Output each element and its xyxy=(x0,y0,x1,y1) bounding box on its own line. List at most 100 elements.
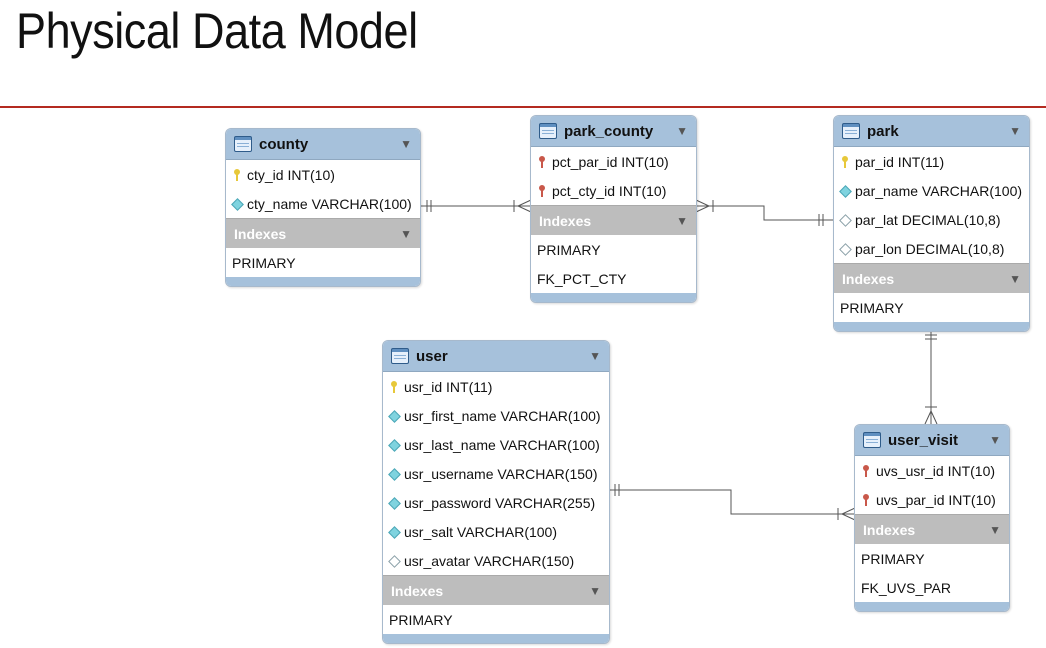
one-mandatory-marker xyxy=(818,214,824,226)
column-row[interactable]: par_lon DECIMAL(10,8) xyxy=(834,234,1029,263)
table-header[interactable]: park_county ▼ xyxy=(531,116,696,147)
table-footer xyxy=(531,293,696,302)
column-row[interactable]: uvs_usr_id INT(10) xyxy=(855,456,1009,485)
index-row[interactable]: FK_PCT_CTY xyxy=(537,270,627,287)
column-label: par_lat DECIMAL(10,8) xyxy=(855,211,1001,228)
one-mandatory-marker xyxy=(925,334,937,340)
nullable-column-icon xyxy=(389,555,399,567)
foreign-key-icon xyxy=(537,155,547,168)
column-icon xyxy=(389,410,399,422)
column-label: usr_password VARCHAR(255) xyxy=(404,494,596,511)
index-row[interactable]: PRIMARY xyxy=(840,299,904,316)
collapse-arrow-icon[interactable]: ▼ xyxy=(676,213,688,228)
column-label: usr_username VARCHAR(150) xyxy=(404,465,598,482)
primary-key-icon xyxy=(232,168,242,181)
column-row[interactable]: usr_password VARCHAR(255) xyxy=(383,488,609,517)
table-footer xyxy=(834,322,1029,331)
one-mandatory-marker xyxy=(614,484,620,496)
foreign-key-icon xyxy=(861,464,871,477)
column-row[interactable]: par_lat DECIMAL(10,8) xyxy=(834,205,1029,234)
column-row[interactable]: pct_par_id INT(10) xyxy=(531,147,696,176)
table-user[interactable]: user ▼ usr_id INT(11) usr_first_name VAR… xyxy=(382,340,610,644)
primary-key-icon xyxy=(389,380,399,393)
column-label: pct_cty_id INT(10) xyxy=(552,182,667,199)
many-mandatory-marker xyxy=(837,507,856,521)
column-icon xyxy=(389,468,399,480)
collapse-arrow-icon[interactable]: ▼ xyxy=(589,583,601,598)
indexes-header[interactable]: Indexes▼ xyxy=(226,218,420,248)
column-row[interactable]: par_name VARCHAR(100) xyxy=(834,176,1029,205)
indexes-label: Indexes xyxy=(863,521,916,538)
relationship-user-user-visit xyxy=(609,489,855,515)
column-label: uvs_par_id INT(10) xyxy=(876,491,996,508)
index-row[interactable]: PRIMARY xyxy=(232,254,296,271)
collapse-arrow-icon[interactable]: ▼ xyxy=(589,349,601,363)
column-row[interactable]: usr_username VARCHAR(150) xyxy=(383,459,609,488)
table-name: park xyxy=(867,122,899,140)
column-icon xyxy=(840,185,850,197)
column-label: usr_last_name VARCHAR(100) xyxy=(404,436,600,453)
collapse-arrow-icon[interactable]: ▼ xyxy=(1009,271,1021,286)
column-row[interactable]: usr_avatar VARCHAR(150) xyxy=(383,546,609,575)
column-icon xyxy=(389,497,399,509)
column-row[interactable]: cty_id INT(10) xyxy=(226,160,420,189)
column-row[interactable]: usr_id INT(11) xyxy=(383,372,609,401)
title-divider xyxy=(0,106,1046,108)
indexes-header[interactable]: Indexes ▼ xyxy=(834,263,1029,293)
many-mandatory-marker xyxy=(924,406,938,425)
table-county[interactable]: county ▼ cty_id INT(10) cty_name VARCHAR… xyxy=(225,128,421,287)
column-row[interactable]: par_id INT(11) xyxy=(834,147,1029,176)
indexes-label: Indexes xyxy=(842,270,895,287)
column-icon xyxy=(389,526,399,538)
index-row[interactable]: PRIMARY xyxy=(537,241,601,258)
table-icon xyxy=(234,136,252,152)
foreign-key-icon xyxy=(537,184,547,197)
indexes-label: Indexes xyxy=(391,582,444,599)
table-name: park_county xyxy=(564,122,654,140)
primary-key-icon xyxy=(840,155,850,168)
collapse-arrow-icon[interactable]: ▼ xyxy=(989,522,1001,537)
column-label: usr_salt VARCHAR(100) xyxy=(404,523,558,540)
index-row[interactable]: PRIMARY xyxy=(389,611,453,628)
nullable-column-icon xyxy=(840,243,850,255)
column-row[interactable]: uvs_par_id INT(10) xyxy=(855,485,1009,514)
collapse-arrow-icon[interactable]: ▼ xyxy=(989,433,1001,447)
index-row[interactable]: FK_UVS_PAR xyxy=(861,579,951,596)
table-header[interactable]: park ▼ xyxy=(834,116,1029,147)
table-icon xyxy=(863,432,881,448)
table-park-county[interactable]: park_county ▼ pct_par_id INT(10) pct_cty… xyxy=(530,115,697,303)
many-mandatory-marker xyxy=(695,199,714,213)
column-row[interactable]: usr_first_name VARCHAR(100) xyxy=(383,401,609,430)
indexes-label: Indexes xyxy=(539,212,592,229)
table-footer xyxy=(383,634,609,643)
column-label: par_lon DECIMAL(10,8) xyxy=(855,240,1005,257)
column-label: uvs_usr_id INT(10) xyxy=(876,462,996,479)
column-row[interactable]: usr_salt VARCHAR(100) xyxy=(383,517,609,546)
collapse-arrow-icon[interactable]: ▼ xyxy=(400,137,412,151)
column-label: usr_avatar VARCHAR(150) xyxy=(404,552,575,569)
table-user-visit[interactable]: user_visit ▼ uvs_usr_id INT(10) uvs_par_… xyxy=(854,424,1010,612)
many-mandatory-marker xyxy=(513,199,532,213)
column-label: par_id INT(11) xyxy=(855,153,945,170)
column-row[interactable]: pct_cty_id INT(10) xyxy=(531,176,696,205)
indexes-header[interactable]: Indexes ▼ xyxy=(855,514,1009,544)
column-label: cty_id INT(10) xyxy=(247,166,335,183)
collapse-arrow-icon[interactable]: ▼ xyxy=(676,124,688,138)
indexes-header[interactable]: Indexes ▼ xyxy=(531,205,696,235)
table-icon xyxy=(539,123,557,139)
column-row[interactable]: cty_name VARCHAR(100) xyxy=(226,189,420,218)
relationship-park-county-park xyxy=(696,205,833,221)
table-header[interactable]: user_visit ▼ xyxy=(855,425,1009,456)
indexes-header[interactable]: Indexes ▼ xyxy=(383,575,609,605)
column-label: cty_name VARCHAR(100) xyxy=(247,195,412,212)
index-row[interactable]: PRIMARY xyxy=(861,550,925,567)
table-header[interactable]: user ▼ xyxy=(383,341,609,372)
column-row[interactable]: usr_last_name VARCHAR(100) xyxy=(383,430,609,459)
table-header[interactable]: county ▼ xyxy=(226,129,420,160)
table-park[interactable]: park ▼ par_id INT(11) par_name VARCHAR(1… xyxy=(833,115,1030,332)
collapse-arrow-icon[interactable]: ▼ xyxy=(400,226,412,241)
collapse-arrow-icon[interactable]: ▼ xyxy=(1009,124,1021,138)
column-icon xyxy=(389,439,399,451)
table-icon xyxy=(842,123,860,139)
